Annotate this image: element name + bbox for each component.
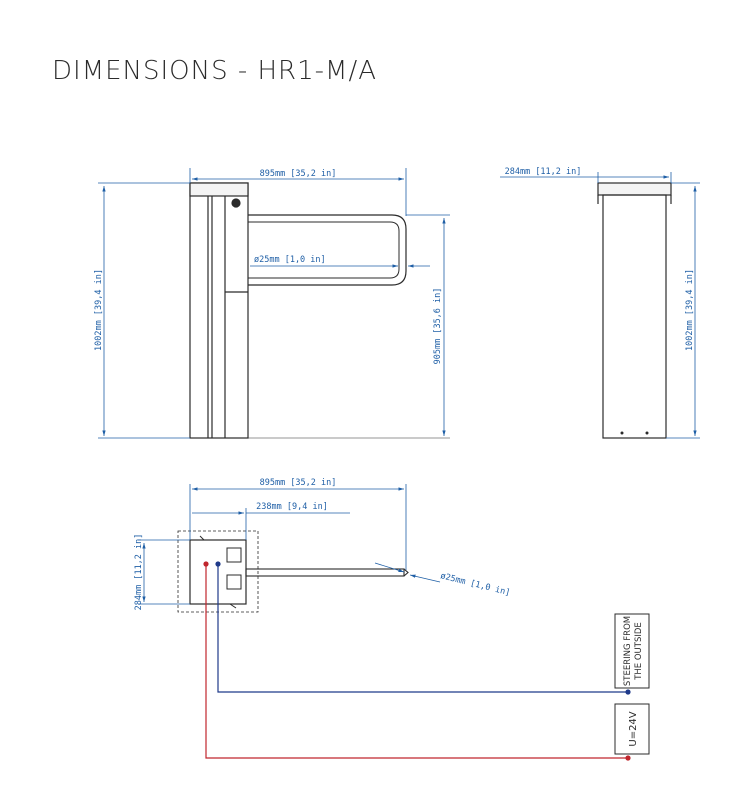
steering-label-line2: THE OUTSIDE [634,622,644,681]
signal-end-terminal [625,689,631,695]
arm-height-label: 905mm [35,6 in] [433,288,443,365]
top-reader-2 [226,574,242,590]
side-cabinet [602,194,667,439]
top-view [177,530,409,613]
front-arm-inner [248,221,400,279]
front-dimensions [98,168,450,439]
front-view [189,182,450,439]
steering-box [614,613,650,689]
front-tube-diameter-label: ø25mm [1,0 in] [254,255,326,265]
side-dimensions [500,172,700,439]
side-view [597,182,672,439]
signal-wire [217,564,628,693]
front-height-label: 1002mm [39,4 in] [94,269,104,351]
wiring [205,564,628,759]
side-height-label: 1002mm [39,4 in] [685,269,695,351]
power-wire [205,564,628,759]
front-width-label: 895mm [35,2 in] [260,169,337,179]
top-arm [245,568,405,577]
power-box [614,703,650,755]
top-reader-1 [226,547,242,563]
top-dimensions [138,484,441,605]
power-end-terminal [625,755,631,761]
side-cabinet-top [597,182,672,196]
front-cabinet [189,182,249,439]
front-arm-outer [248,214,407,286]
side-depth-label: 284mm [11,2 in] [505,167,582,177]
top-width-label: 895mm [35,2 in] [260,478,337,488]
top-offset-label: 238mm [9,4 in] [256,502,328,512]
signal-terminal [215,561,221,567]
steering-label-line1: STEERING FROM [623,616,633,686]
top-tube-diameter-label: ø25mm [1,0 in] [439,571,511,598]
top-depth-label: 284mm [11,2 in] [134,534,144,611]
page-title: DIMENSIONS - HR1-M/A [52,56,378,86]
key-lock-icon [231,198,241,208]
power-terminal [203,561,209,567]
power-label: U=24V [628,711,639,746]
front-cabinet-top [189,182,249,197]
